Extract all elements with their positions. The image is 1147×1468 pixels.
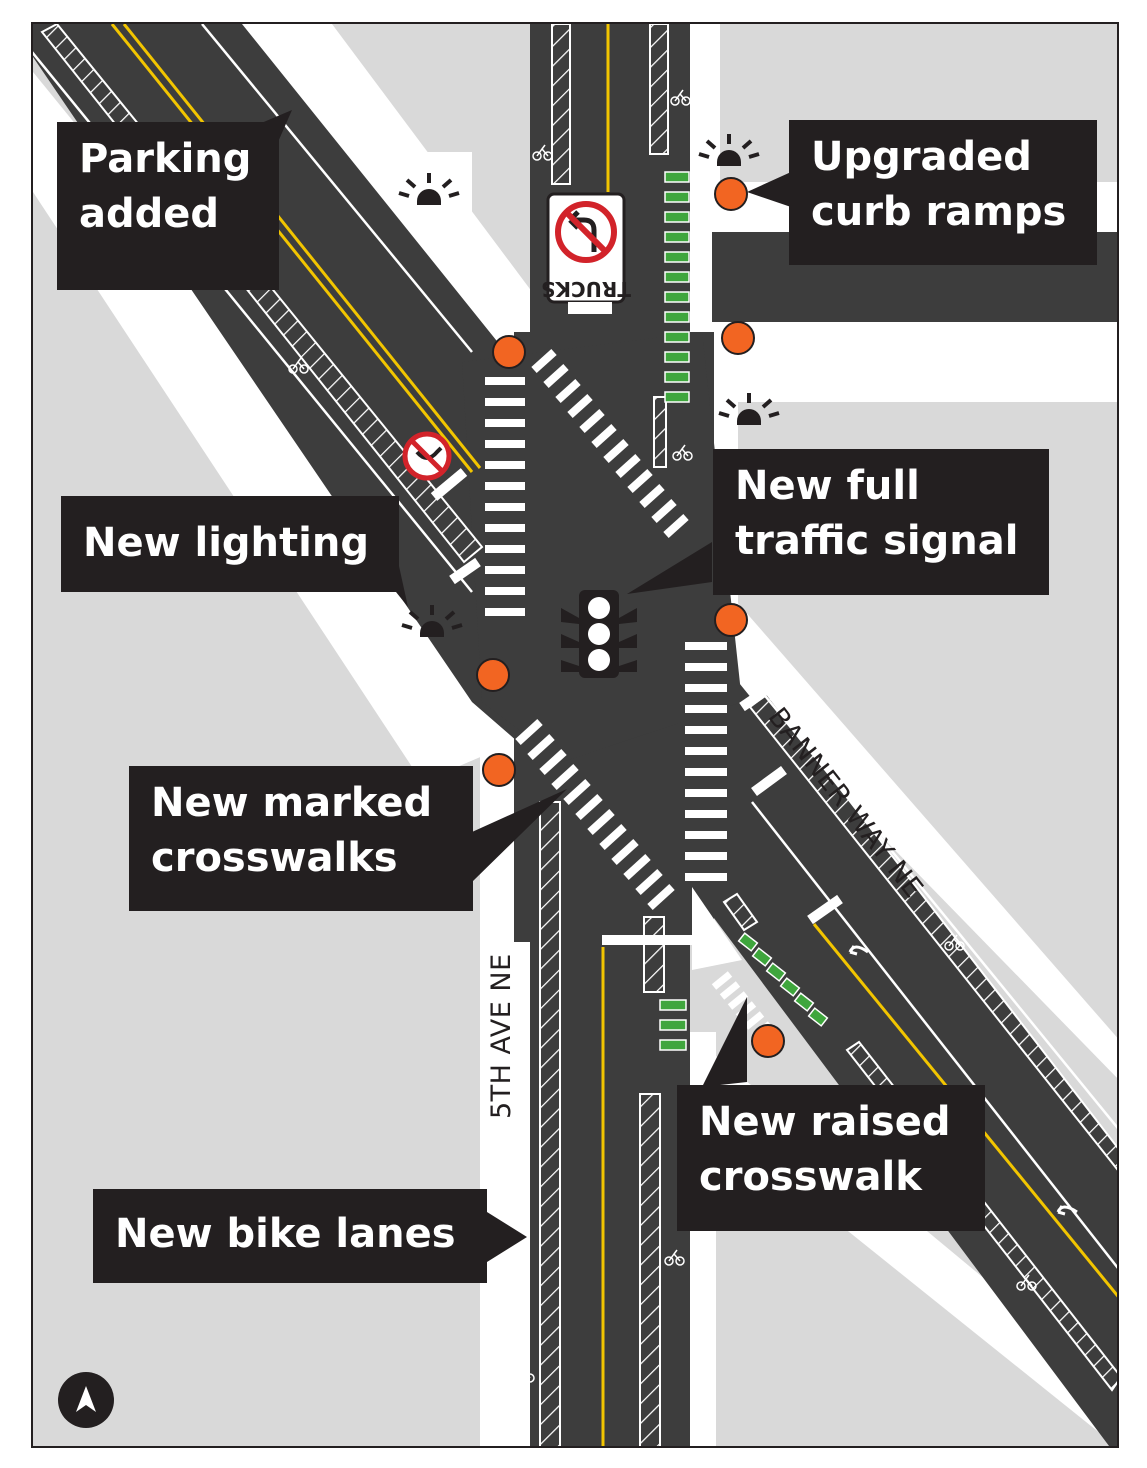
- sign-trucks-text: TRUCKS: [541, 277, 631, 301]
- no-left-turn-trucks-sign-icon: TRUCKS: [541, 192, 631, 314]
- north-arrow-icon: [58, 1372, 114, 1428]
- turn-arrow-icon: [848, 945, 1078, 1216]
- callout-parking-added: Parking added: [57, 122, 279, 290]
- no-turn-sign-icon: [402, 431, 452, 481]
- callout-new-lighting: New lighting: [61, 496, 399, 592]
- crosswalk-north-diagonal: [531, 349, 689, 538]
- crosswalk-south-diagonal: [515, 719, 675, 910]
- curb-ramp-marker-icon: [476, 177, 785, 1058]
- traffic-signal-icon: [561, 590, 637, 678]
- callout-new-marked-crosswalks: New marked crosswalks: [129, 766, 473, 911]
- intersection-map: TRUCKS 5TH AVE NE BANNER WAY NE Parking …: [31, 22, 1119, 1448]
- callout-new-raised-crosswalk: New raised crosswalk: [677, 1085, 985, 1231]
- centerlines: [110, 24, 1117, 1446]
- callout-new-traffic-signal: New full traffic signal: [713, 449, 1049, 595]
- bike-crossing-markings: [659, 171, 829, 1051]
- crosswalk-west: [485, 377, 525, 616]
- street-label-5th-ave: 5TH AVE NE: [486, 953, 517, 1119]
- traffic-island: [692, 887, 742, 970]
- callout-new-bike-lanes: New bike lanes: [93, 1189, 487, 1283]
- crosswalk-east: [685, 642, 727, 881]
- callout-upgraded-curb-ramps: Upgraded curb ramps: [789, 120, 1097, 265]
